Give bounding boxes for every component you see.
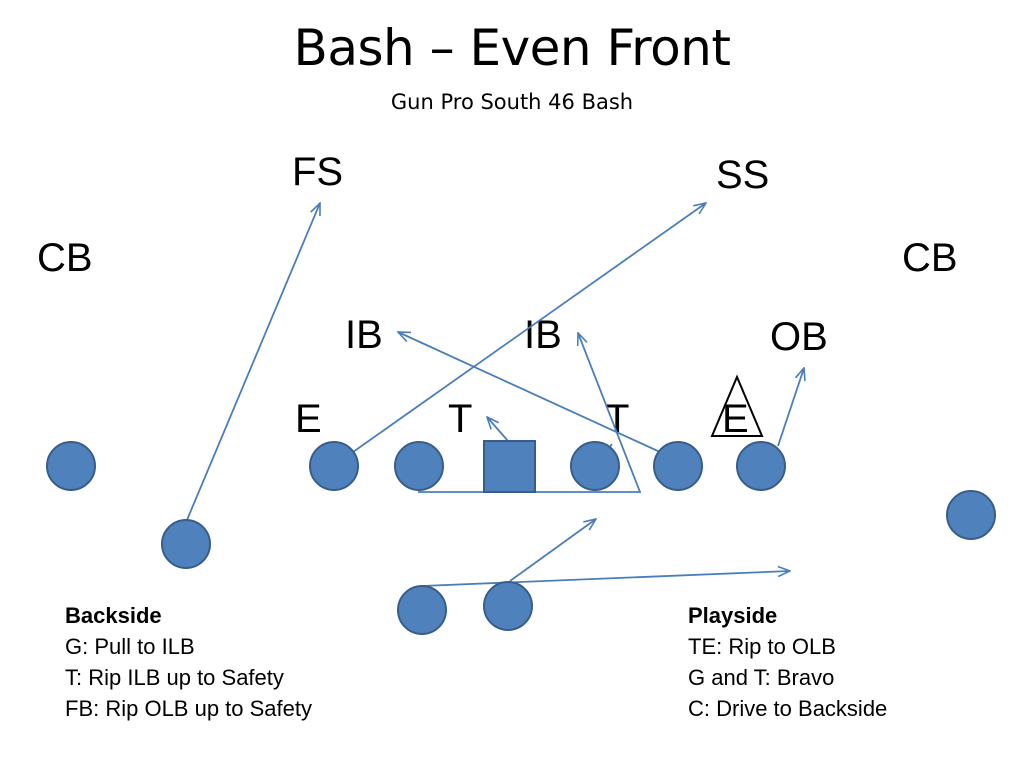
triangle-marker — [710, 374, 764, 437]
player-flanker — [946, 490, 996, 540]
backside-note-line: G: Pull to ILB — [65, 634, 195, 659]
tackle-rip-ilb-route — [352, 203, 706, 453]
player-left-tackle — [309, 441, 359, 491]
player-tight-end — [736, 441, 786, 491]
label-end-left: E — [295, 397, 322, 441]
label-tackle-left: T — [448, 397, 472, 441]
label-free-safety: FS — [292, 150, 343, 194]
label-strong-safety: SS — [716, 153, 769, 197]
fb-rip-olb-route — [186, 203, 321, 521]
playside-heading: Playside — [688, 603, 778, 628]
back-route-flat — [421, 571, 790, 587]
backside-note-line: FB: Rip OLB up to Safety — [65, 696, 313, 721]
backside-notes: Backside G: Pull to ILB T: Rip ILB up to… — [65, 600, 312, 724]
player-running-back — [483, 581, 533, 631]
backside-note-line: T: Rip ILB up to Safety — [65, 665, 284, 690]
backside-heading: Backside — [65, 603, 162, 628]
center-drive-route — [487, 417, 509, 442]
playside-note-line: TE: Rip to OLB — [688, 634, 836, 659]
blocking-routes — [186, 203, 804, 587]
page-subtitle: Gun Pro South 46 Bash — [390, 90, 634, 114]
label-cornerback-left: CB — [37, 236, 93, 280]
back-route-up — [509, 519, 596, 582]
playside-tackle-route — [398, 332, 661, 453]
label-inside-backer-left: IB — [345, 313, 383, 357]
player-center — [483, 440, 536, 493]
tight-end-rip-route — [777, 368, 804, 447]
player-quarterback — [397, 585, 447, 635]
playside-notes: Playside TE: Rip to OLB G and T: Bravo C… — [688, 600, 887, 724]
player-right-guard — [570, 441, 620, 491]
label-cornerback-right: CB — [902, 236, 958, 280]
label-outside-backer: OB — [770, 315, 828, 359]
player-right-tackle — [653, 441, 703, 491]
player-split-end — [46, 441, 96, 491]
offense — [46, 440, 996, 635]
label-inside-backer-right: IB — [524, 313, 562, 357]
playside-note-line: C: Drive to Backside — [688, 696, 888, 721]
playside-note-line: G and T: Bravo — [688, 665, 835, 690]
player-left-guard — [394, 441, 444, 491]
player-fullback — [161, 519, 211, 569]
page-title: Bash – Even Front — [293, 19, 731, 77]
